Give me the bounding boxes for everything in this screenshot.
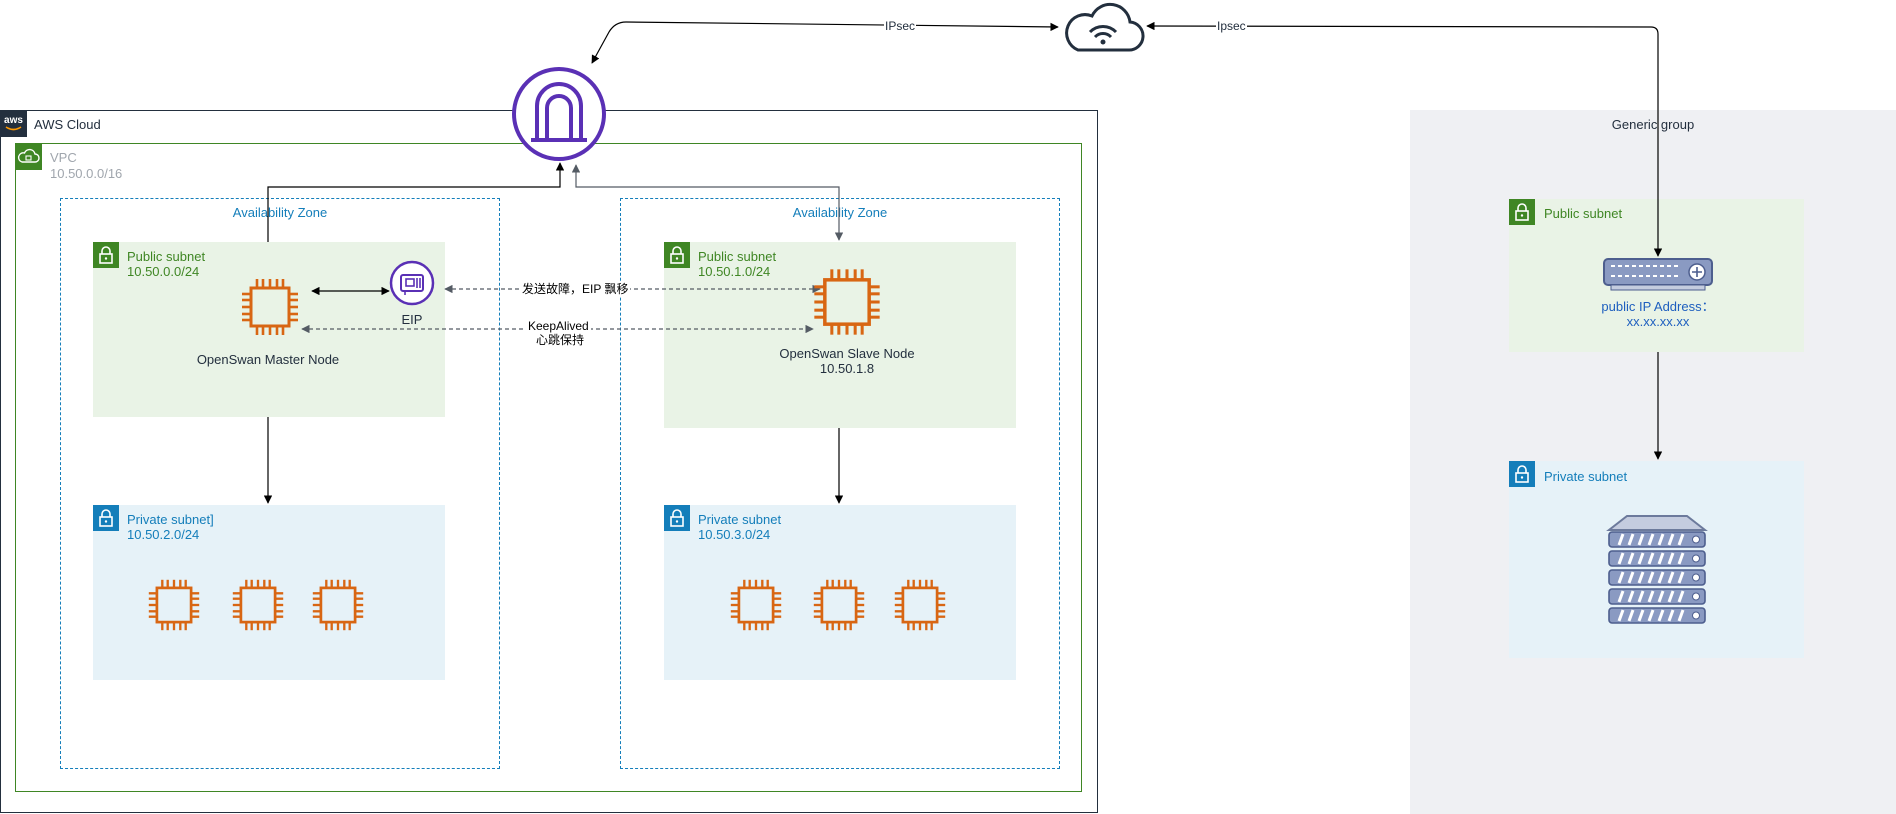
slave-ec2-icon[interactable]: [812, 267, 882, 337]
public-subnet-left-label: Public subnet: [127, 249, 206, 264]
aws-logo-icon: aws: [0, 110, 27, 137]
internet-cloud-icon[interactable]: [1060, 0, 1146, 56]
vpc-cloud-icon: [15, 143, 42, 170]
lock-icon: [93, 505, 119, 531]
master-node-label: OpenSwan Master Node: [196, 352, 340, 367]
private-subnet-right-cidr: 10.50.3.0/24: [698, 527, 771, 542]
aws-cloud-label: AWS Cloud: [34, 117, 101, 132]
ipsec-edge-left-label: IPsec: [884, 19, 917, 34]
private-subnet-left-label: Private subnet]: [127, 512, 214, 527]
ec2-instance-icon[interactable]: [729, 578, 783, 632]
public-subnet-left-cidr: 10.50.0.0/24: [127, 264, 200, 279]
router-label-line1: public IP Address：: [1601, 299, 1715, 314]
availability-zone-left: [60, 198, 500, 769]
vpc-label: VPC: [50, 150, 77, 165]
lock-icon: [93, 242, 119, 268]
svg-text:aws: aws: [4, 115, 23, 126]
remote-private-subnet-label: Private subnet: [1544, 469, 1628, 484]
private-subnet-right-label: Private subnet: [698, 512, 782, 527]
ipsec-edge-left: [591, 21, 1059, 64]
private-subnet-left-cidr: 10.50.2.0/24: [127, 527, 200, 542]
gateway-to-slave-edge: [571, 164, 844, 241]
master-to-gateway-edge: [267, 162, 565, 242]
master-ec2-icon[interactable]: [240, 277, 300, 337]
vpc-cidr: 10.50.0.0/16: [50, 166, 123, 181]
az-left-label: Availability Zone: [232, 205, 328, 220]
keepalived-edge-label-line2: 心跳保持: [534, 333, 587, 348]
lock-icon: [1509, 461, 1535, 487]
router-icon[interactable]: [1601, 256, 1715, 294]
ec2-instance-icon[interactable]: [311, 578, 365, 632]
router-label-line2: xx.xx.xx.xx: [1626, 314, 1690, 329]
ec2-instance-icon[interactable]: [231, 578, 285, 632]
public-subnet-right-cidr: 10.50.1.0/24: [698, 264, 771, 279]
vpn-gateway-icon[interactable]: [511, 66, 607, 162]
public-subnet-right-label: Public subnet: [698, 249, 777, 264]
ipsec-edge-right-label: Ipsec: [1216, 19, 1247, 34]
ipsec-edge-right: [1146, 21, 1663, 257]
ec2-instance-icon[interactable]: [893, 578, 947, 632]
lock-icon: [664, 242, 690, 268]
elastic-ip-icon[interactable]: [388, 259, 436, 307]
ec2-instance-icon[interactable]: [812, 578, 866, 632]
failover-edge-label: 发送故障，EIP 飘移: [520, 282, 631, 297]
slave-node-ip: 10.50.1.8: [819, 361, 875, 376]
keepalived-edge-label-line1: KeepAlived: [526, 319, 591, 334]
private-subnet-right: [664, 505, 1016, 680]
slave-node-label: OpenSwan Slave Node: [779, 346, 915, 361]
eip-label: EIP: [401, 312, 423, 327]
ec2-instance-icon[interactable]: [147, 578, 201, 632]
server-rack-icon[interactable]: [1605, 514, 1709, 630]
lock-icon: [664, 505, 690, 531]
